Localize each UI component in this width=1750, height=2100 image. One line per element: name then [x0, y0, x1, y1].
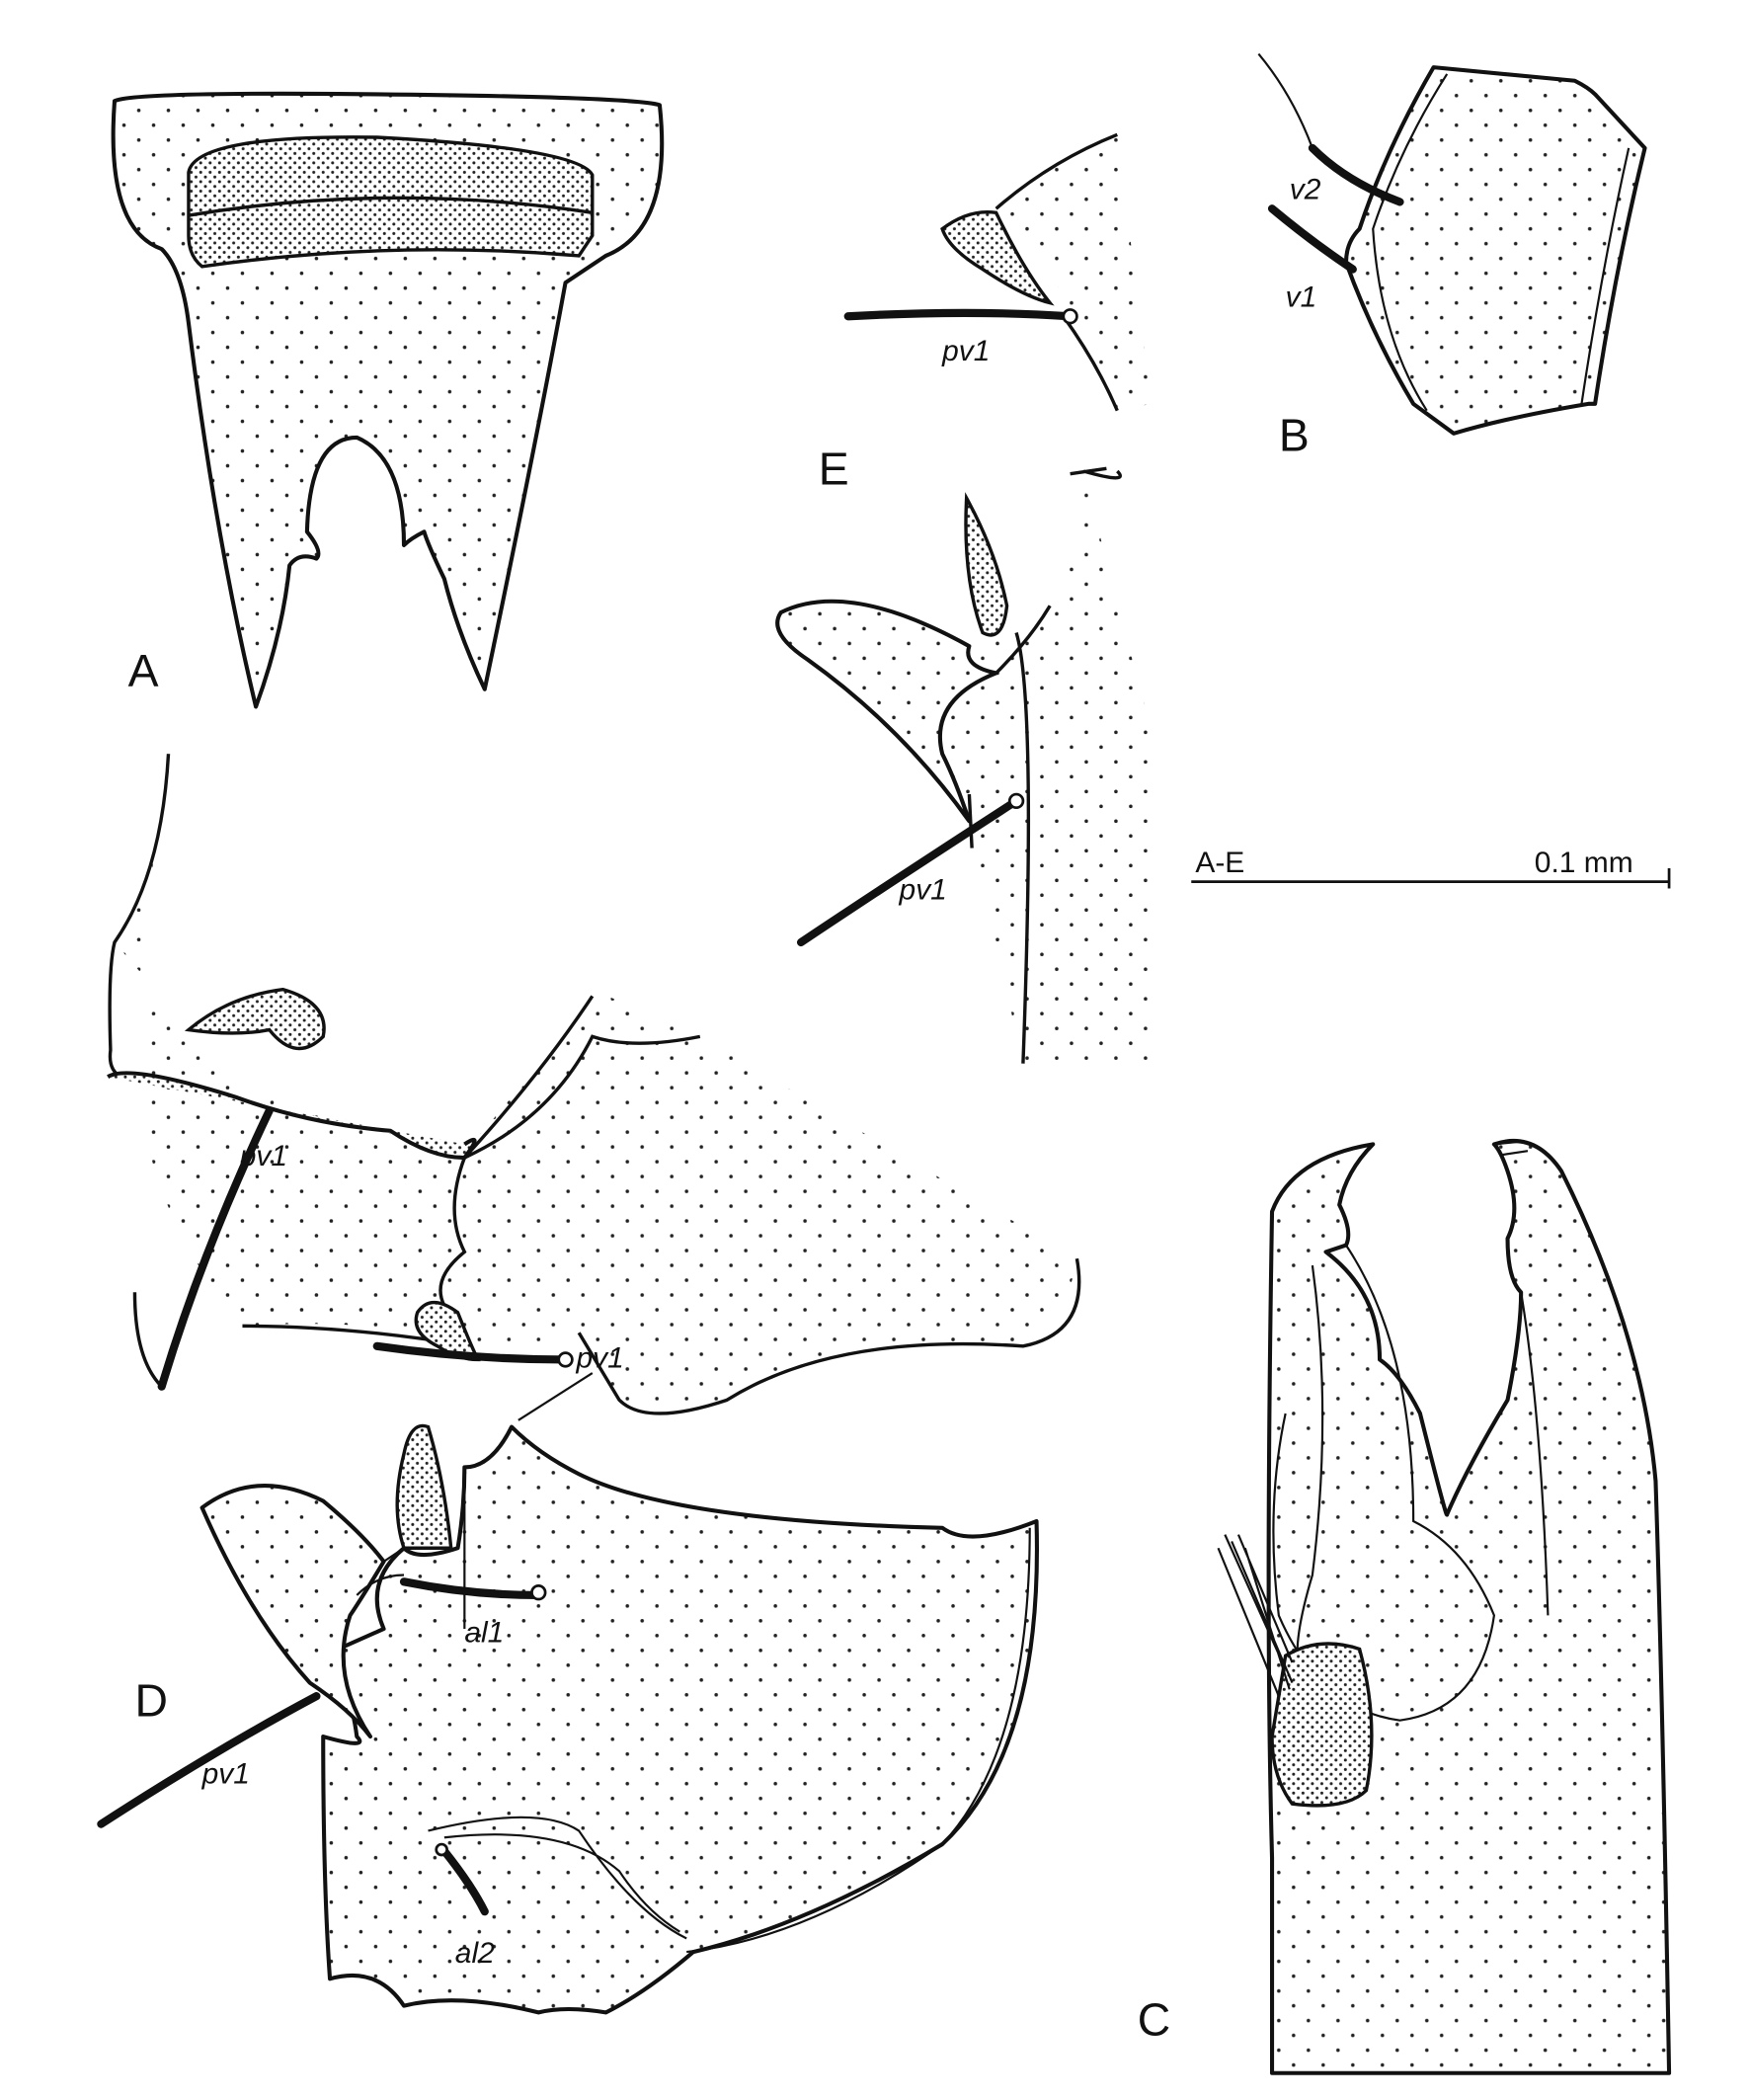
seta-label-v1: v1	[1286, 282, 1317, 314]
panel-label-a: A	[128, 645, 159, 696]
panel-e-lower-drawing	[775, 466, 1158, 1064]
panel-e-top-drawing	[843, 132, 1152, 412]
seta-label-al2: al2	[455, 1937, 495, 1970]
seta-label-pv1-d-lower: pv1	[201, 1758, 250, 1791]
panel-b-drawing	[1257, 52, 1647, 436]
scale-bar-length: 0.1 mm	[1535, 847, 1633, 879]
scale-bar-panels: A-E	[1195, 847, 1244, 879]
seta-label-pv1-e-top: pv1	[941, 335, 990, 367]
seta-label-pv1-e-lower: pv1	[899, 873, 947, 906]
panel-label-e: E	[819, 444, 849, 495]
scale-bar	[1191, 868, 1671, 889]
panel-label-d: D	[134, 1675, 167, 1727]
seta-label-v2: v2	[1290, 174, 1321, 206]
panel-a-drawing	[111, 91, 665, 709]
seta-label-al1: al1	[464, 1617, 504, 1650]
panel-d-drawing	[97, 754, 1081, 2015]
seta-label-pv1-d-middle: pv1	[575, 1342, 623, 1375]
panel-label-b: B	[1279, 410, 1310, 461]
panel-c-drawing	[1217, 1139, 1672, 2075]
panel-label-c: C	[1138, 1994, 1170, 2046]
seta-label-pv1-d-top: pv1	[239, 1140, 287, 1172]
